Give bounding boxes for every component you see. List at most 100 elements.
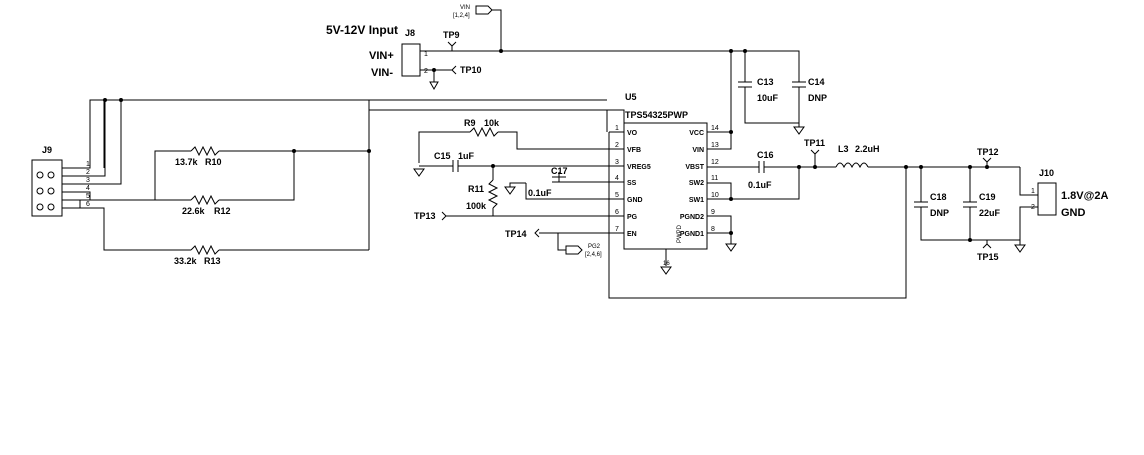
u5-pin16: 16 — [663, 261, 670, 267]
r11-resistor: R11 100k — [466, 179, 499, 211]
junction-dot — [904, 165, 908, 169]
u5-pin-vbst-label: VBST — [685, 164, 704, 171]
r10-value: 13.7k — [175, 157, 199, 167]
ground-symbol — [1014, 244, 1026, 253]
junction-dot — [119, 98, 123, 102]
r11-value: 100k — [466, 201, 487, 211]
j9-pin-3-number: 3 — [86, 177, 90, 184]
tp9-symbol — [447, 41, 457, 47]
tp9-test-point: TP9 — [443, 30, 460, 51]
c13-ref: C13 — [757, 77, 774, 87]
j10-ref: J10 — [1039, 168, 1054, 178]
junction-dot — [103, 98, 107, 102]
j8-vin-minus-label: VIN- — [371, 67, 393, 79]
u5-pin-vcc-number: 14 — [711, 125, 719, 132]
l3-value: 2.2uH — [855, 144, 880, 154]
junction-dot — [729, 197, 733, 201]
ground-symbol — [504, 186, 516, 195]
wire-vin-pin13 — [707, 51, 732, 150]
c13-capacitor: C13 10uF — [738, 77, 779, 103]
wire-pg-flag — [557, 233, 566, 251]
tp12-label: TP12 — [977, 147, 999, 157]
wire-vo-sense — [608, 132, 907, 299]
wire-j10-pin1 — [1019, 167, 1038, 196]
r11-symbol — [487, 179, 499, 209]
ground-symbol — [660, 266, 672, 275]
j9-pin-circle — [36, 171, 44, 179]
wire-hidden — [104, 99, 625, 123]
wire-sw-node — [731, 167, 800, 200]
tp13-symbol — [441, 211, 447, 221]
u5-pin-pgnd1-label: PGND1 — [680, 231, 704, 238]
junction-dot — [797, 165, 801, 169]
wire-vin-rail — [420, 50, 800, 82]
junction-dot — [729, 231, 733, 235]
r12-symbol — [190, 194, 220, 206]
j10-pin1: 1 — [1031, 188, 1035, 195]
l3-ref: L3 — [838, 144, 849, 154]
r10-resistor: 13.7k R10 — [175, 145, 222, 167]
vin-flag-symbol — [475, 5, 493, 15]
u5-ref: U5 — [625, 92, 637, 102]
wire-j9-2 — [62, 100, 106, 177]
u5-pad-label: PWPD — [677, 224, 683, 243]
vin-flag-label: VIN — [460, 5, 470, 11]
c14-ref: C14 — [808, 77, 825, 87]
pg-offpage-flag: PG2 [2,4,6] — [565, 244, 602, 258]
wire-j9-3 — [62, 100, 122, 185]
wire-j9-6 — [62, 207, 191, 251]
wire-gnd-c17 — [509, 182, 526, 187]
u5-pin-sw1-label: SW1 — [689, 197, 704, 204]
wire-r9-left — [418, 131, 470, 163]
tp10-symbol — [451, 65, 457, 75]
c14-value: DNP — [808, 93, 827, 103]
junction-dot — [491, 164, 495, 168]
c18-capacitor: C18 DNP — [914, 192, 949, 218]
c19-capacitor: C19 22uF — [963, 192, 1001, 218]
c14-capacitor: C14 DNP — [792, 77, 827, 103]
wire-j10-pin2 — [1019, 206, 1038, 240]
r10-symbol — [190, 145, 220, 157]
u5-pin-ss-label: SS — [627, 180, 637, 187]
u5-part: TPS54325PWP — [625, 110, 688, 120]
l3-symbol — [835, 162, 869, 169]
j9-pin-4-number: 4 — [86, 185, 90, 192]
j9-pin-6-number: 6 — [86, 201, 90, 208]
tp15-symbol — [982, 243, 992, 249]
u5-pin-vo-number: 1 — [615, 125, 619, 132]
r13-ref: R13 — [204, 256, 221, 266]
wire-gnd-pin — [525, 183, 624, 200]
wire-c13-bottom — [744, 87, 799, 124]
r9-ref: R9 — [464, 118, 476, 128]
junction-dot — [729, 130, 733, 134]
tp12-test-point: TP12 — [977, 147, 999, 167]
pg-flag-label: PG2 — [588, 244, 601, 250]
u5-pin-en-number: 7 — [615, 226, 619, 233]
wire-pgnd — [707, 215, 732, 234]
r13-value: 33.2k — [174, 256, 198, 266]
u5-pin-vreg5-number: 3 — [615, 159, 619, 166]
r11-ref: R11 — [468, 184, 484, 194]
junction-dot — [499, 49, 503, 53]
c17-ref: C17 — [551, 166, 568, 176]
j9-ref: J9 — [42, 145, 52, 155]
c19-value: 22uF — [979, 208, 1001, 218]
tp10-test-point: TP10 — [451, 65, 482, 75]
r9-resistor: R9 10k — [464, 118, 500, 138]
c15-capacitor: C15 1uF — [434, 151, 475, 172]
u5-pin-sw1-number: 10 — [711, 192, 719, 199]
j9-pin-circle — [47, 171, 55, 179]
wire-sw-pins — [707, 182, 732, 200]
wire-j9-1 — [62, 99, 370, 169]
c15-value: 1uF — [458, 151, 475, 161]
tp9-label: TP9 — [443, 30, 460, 40]
u5-pin-vin-label: VIN — [692, 147, 704, 154]
j9-pin-circle — [36, 187, 44, 195]
wire-vfb-bus — [368, 109, 608, 250]
r10-ref: R10 — [205, 157, 222, 167]
c18-ref: C18 — [930, 192, 947, 202]
u5-pin-pgnd2-number: 9 — [711, 209, 715, 216]
